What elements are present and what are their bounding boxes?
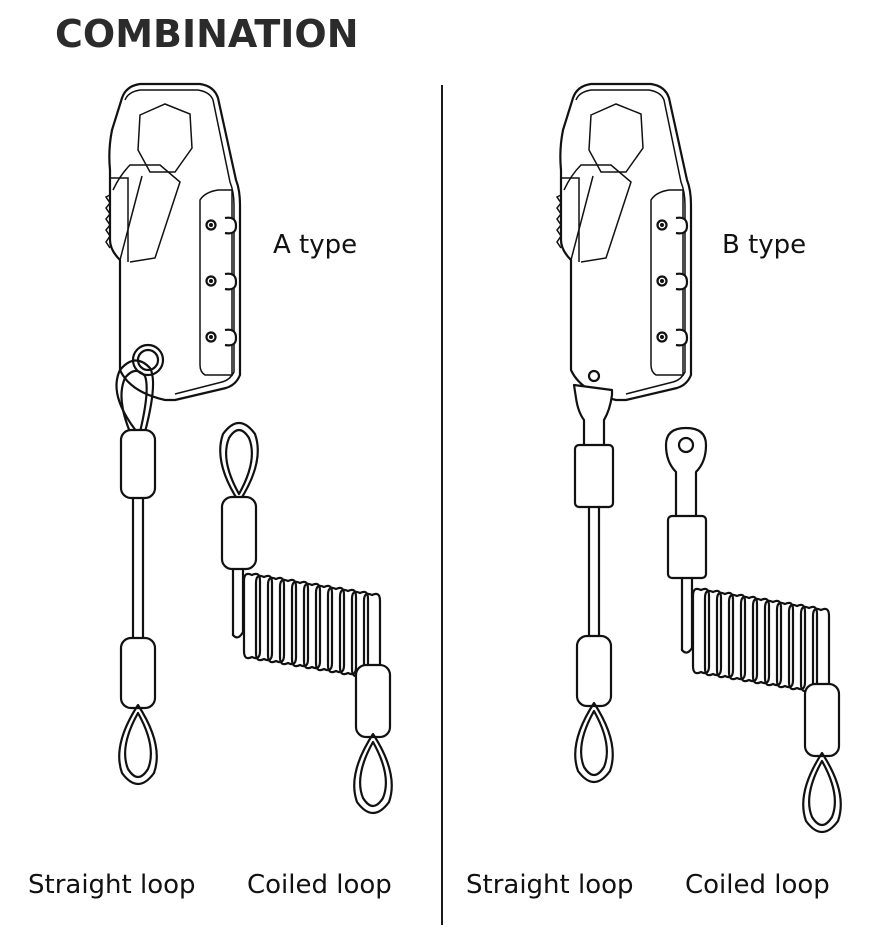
b-straight-loop (572, 383, 615, 784)
panel-divider (441, 85, 443, 925)
a-straight-loop (115, 359, 158, 786)
b-coiled-loop (664, 426, 842, 834)
a-type-label: A type (273, 230, 358, 260)
a-straight-loop-label: Straight loop (28, 870, 196, 900)
page-title: COMBINATION (55, 12, 359, 56)
b-coiled-loop-label: Coiled loop (685, 870, 830, 900)
b-type-label: B type (722, 230, 807, 260)
a-type-clip (104, 82, 242, 402)
a-coiled-loop-label: Coiled loop (247, 870, 392, 900)
a-coiled-loop (219, 421, 393, 815)
b-type-clip (555, 82, 693, 402)
b-straight-loop-label: Straight loop (466, 870, 634, 900)
